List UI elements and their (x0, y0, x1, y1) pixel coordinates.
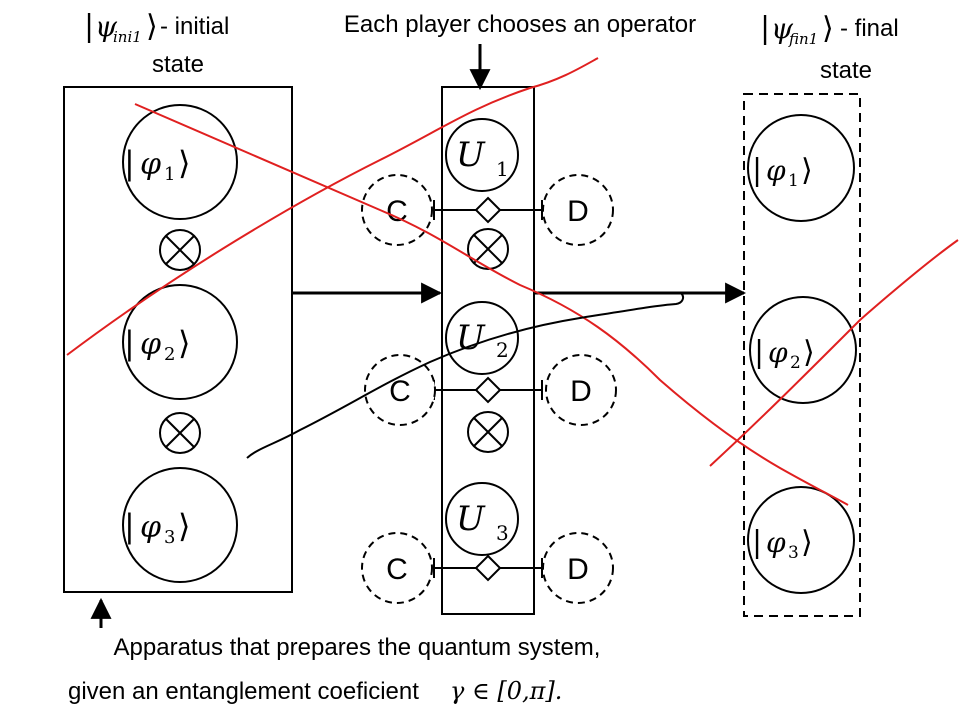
initial-ket-1: | φ 1 ⟩ (122, 104, 238, 220)
svg-text:⟩: ⟩ (801, 153, 813, 188)
apparatus-box (63, 86, 293, 593)
defect-option (545, 354, 617, 426)
svg-text:|: | (84, 9, 94, 44)
svg-text:3: 3 (496, 521, 509, 545)
svg-text:⟩: ⟩ (803, 335, 815, 370)
diamond-icon (474, 376, 502, 404)
svg-text:2: 2 (790, 353, 801, 373)
tensor-icon (467, 228, 509, 270)
final-ket-1: | φ 1 ⟩ (747, 114, 855, 222)
tensor-icon (467, 411, 509, 453)
svg-text:U: U (456, 499, 486, 539)
svg-text:C: C (386, 195, 408, 228)
svg-text:|: | (124, 324, 135, 362)
svg-text:⟩: ⟩ (178, 507, 190, 545)
tensor-icon (159, 412, 201, 454)
defect-option (542, 174, 614, 246)
final-state-label: | ψ fin1 ⟩ - final state (760, 11, 899, 84)
cooperate-option (361, 532, 433, 604)
final-state-box (743, 93, 861, 617)
operator-u1: U 1 (445, 118, 519, 192)
svg-text:3: 3 (164, 527, 175, 548)
operator-u3: U 3 (445, 482, 519, 556)
tensor-icon (159, 229, 201, 271)
svg-text:|: | (754, 335, 764, 370)
svg-text:3: 3 (788, 543, 799, 563)
svg-text:⟩: ⟩ (822, 11, 834, 46)
final-state-suffix: - final (840, 15, 899, 42)
diamond-icon (474, 554, 502, 582)
cooperate-option (361, 174, 433, 246)
final-ket-2: | φ 2 ⟩ (749, 296, 857, 404)
apparatus-caption-line2: given an entanglement coeficient γ ∈ [0,… (68, 677, 562, 705)
svg-text:⟩: ⟩ (146, 9, 158, 44)
initial-psi: ψ (95, 10, 118, 43)
choice-row-1: C D (361, 174, 614, 246)
initial-state-line2: state (152, 51, 204, 78)
svg-text:1: 1 (788, 171, 799, 191)
choice-row-2: C D (364, 354, 617, 426)
initial-state-label: | ψ ini1 ⟩ - initial state (84, 9, 229, 78)
svg-text:⟩: ⟩ (801, 525, 813, 560)
svg-text:φ: φ (140, 327, 161, 362)
svg-text:D: D (567, 195, 589, 228)
apparatus-caption-line1: Apparatus that prepares the quantum syst… (114, 634, 601, 661)
initial-ket-2: | φ 2 ⟩ (122, 284, 238, 400)
svg-text:given an entanglement coeficie: given an entanglement coeficient (68, 678, 419, 705)
svg-text:φ: φ (766, 154, 786, 187)
final-psi-subscript: fin1 (788, 30, 818, 48)
svg-text:|: | (124, 507, 135, 545)
final-state-line2: state (820, 57, 872, 84)
choice-row-3: C D (361, 532, 614, 604)
svg-text:U: U (456, 318, 486, 358)
svg-text:2: 2 (164, 344, 175, 365)
diamond-icon (474, 196, 502, 224)
players-label: Each player chooses an operator (344, 11, 696, 38)
svg-text:|: | (124, 144, 135, 182)
svg-text:⟩: ⟩ (178, 324, 190, 362)
cooperate-option (364, 354, 436, 426)
svg-text:1: 1 (496, 157, 509, 181)
final-ket-3: | φ 3 ⟩ (747, 486, 855, 594)
initial-state-suffix: - initial (160, 13, 229, 40)
final-psi: ψ (771, 12, 794, 45)
operator-u2: U 2 (445, 301, 519, 375)
initial-psi-subscript: ini1 (113, 28, 142, 46)
svg-text:φ: φ (140, 147, 161, 182)
svg-text:2: 2 (496, 338, 509, 362)
svg-text:γ ∈ [0,π].: γ ∈ [0,π]. (450, 677, 562, 705)
svg-text:D: D (570, 375, 592, 408)
svg-text:U: U (456, 135, 486, 175)
svg-text:|: | (752, 525, 762, 560)
svg-text:|: | (752, 153, 762, 188)
svg-text:|: | (760, 11, 770, 46)
svg-text:C: C (386, 553, 408, 586)
handwritten-annotations (66, 57, 959, 506)
svg-text:C: C (389, 375, 411, 408)
svg-text:φ: φ (140, 510, 161, 545)
svg-text:D: D (567, 553, 589, 586)
svg-text:1: 1 (164, 164, 175, 185)
initial-ket-3: | φ 3 ⟩ (122, 467, 238, 583)
svg-text:⟩: ⟩ (178, 144, 190, 182)
defect-option (542, 532, 614, 604)
svg-text:φ: φ (768, 336, 788, 369)
svg-text:φ: φ (766, 526, 786, 559)
